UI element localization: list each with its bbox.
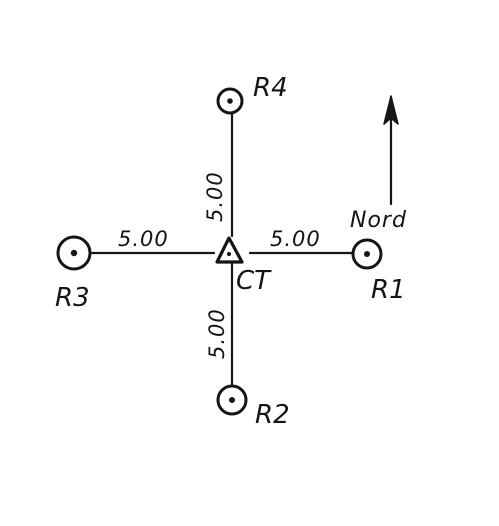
distance-ct-r4: 5.00 — [203, 171, 227, 222]
point-r2-label: R2 — [255, 400, 290, 430]
north-arrow — [383, 95, 399, 206]
point-r4-label: R4 — [253, 73, 288, 103]
distance-ct-r3: 5.00 — [118, 227, 169, 251]
distance-ct-r2: 5.00 — [205, 308, 229, 359]
north-label: Nord — [350, 208, 407, 233]
station-center-dot — [227, 252, 231, 256]
point-r2-marker-icon — [216, 384, 248, 416]
distance-ct-r1: 5.00 — [270, 227, 321, 251]
point-r4-marker-icon — [216, 87, 244, 115]
point-r3-label: R3 — [55, 283, 90, 313]
point-r1-label: R1 — [371, 275, 406, 305]
center-label: CT — [236, 266, 272, 296]
point-r3-marker-icon — [56, 235, 92, 271]
station-triangle-icon — [215, 236, 244, 264]
point-r1-marker-icon — [351, 238, 383, 270]
